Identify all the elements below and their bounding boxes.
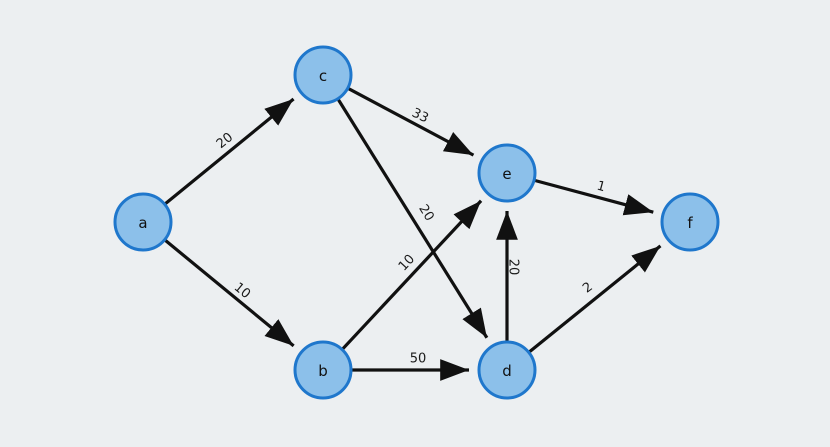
node-e[interactable]: e: [477, 143, 537, 203]
edge-d-to-f: [527, 244, 662, 354]
node-label-d: d: [502, 362, 512, 380]
node-b[interactable]: b: [293, 340, 353, 400]
node-a[interactable]: a: [113, 192, 173, 252]
node-f[interactable]: f: [660, 192, 720, 252]
edge-weight-label-d-f: 2: [580, 280, 596, 297]
edge-weight-label-e-f: 1: [595, 179, 607, 196]
node-circle-f[interactable]: [660, 192, 720, 252]
edge-e-to-f: [533, 178, 654, 216]
nodes-layer: a b c d e f: [113, 45, 720, 400]
node-label-a: a: [138, 214, 147, 232]
edge-a-to-b: [163, 238, 295, 348]
node-circle-a[interactable]: [113, 192, 173, 252]
edge-c-to-e: [346, 86, 475, 157]
node-circle-c[interactable]: [293, 45, 353, 105]
edge-weight-label-b-d: 50: [410, 352, 427, 367]
node-circle-d[interactable]: [477, 340, 537, 400]
node-d[interactable]: d: [477, 340, 537, 400]
node-label-e: e: [502, 165, 511, 183]
edge-c-to-d: [336, 97, 489, 339]
edge-weight-label-c-e: 33: [409, 106, 430, 127]
node-label-f: f: [687, 214, 693, 232]
edge-weight-label-d-e: 20: [506, 259, 521, 276]
node-c[interactable]: c: [293, 45, 353, 105]
edge-weight-label-c-d: 20: [415, 202, 436, 224]
node-circle-b[interactable]: [293, 340, 353, 400]
node-label-c: c: [319, 67, 327, 85]
edge-b-to-e: [340, 199, 483, 351]
node-label-b: b: [318, 362, 328, 380]
edges-layer: [163, 86, 662, 381]
edge-a-to-c: [163, 97, 295, 206]
node-circle-e[interactable]: [477, 143, 537, 203]
